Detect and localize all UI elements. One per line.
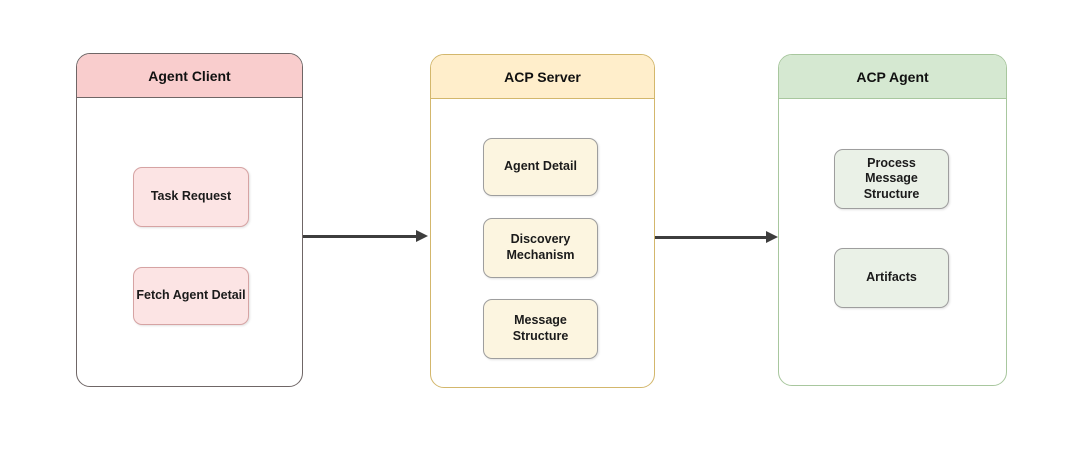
arrow-server-to-agent — [655, 231, 778, 243]
arrow-shaft — [655, 235, 766, 239]
node-discovery-mechanism: Discovery Mechanism — [483, 218, 598, 278]
node-message-structure: Message Structure — [483, 299, 598, 359]
container-acp-server: ACP Server Agent Detail Discovery Mechan… — [430, 54, 655, 388]
container-agent-client: Agent Client Task Request Fetch Agent De… — [76, 53, 303, 387]
node-task-request: Task Request — [133, 167, 249, 227]
node-agent-detail: Agent Detail — [483, 138, 598, 196]
node-artifacts: Artifacts — [834, 248, 949, 308]
container-acp-agent-header: ACP Agent — [779, 55, 1006, 99]
container-acp-server-header: ACP Server — [431, 55, 654, 99]
node-fetch-agent-detail: Fetch Agent Detail — [133, 267, 249, 325]
container-agent-client-header: Agent Client — [77, 54, 302, 98]
arrow-shaft — [303, 234, 416, 238]
container-acp-agent-title: ACP Agent — [856, 68, 929, 85]
arrowhead-icon — [766, 231, 778, 243]
container-acp-server-title: ACP Server — [504, 68, 581, 85]
node-process-message-structure: Process Message Structure — [834, 149, 949, 209]
arrowhead-icon — [416, 230, 428, 242]
arrow-client-to-server — [303, 230, 428, 242]
container-acp-agent: ACP Agent Process Message Structure Arti… — [778, 54, 1007, 386]
container-agent-client-title: Agent Client — [148, 67, 231, 84]
